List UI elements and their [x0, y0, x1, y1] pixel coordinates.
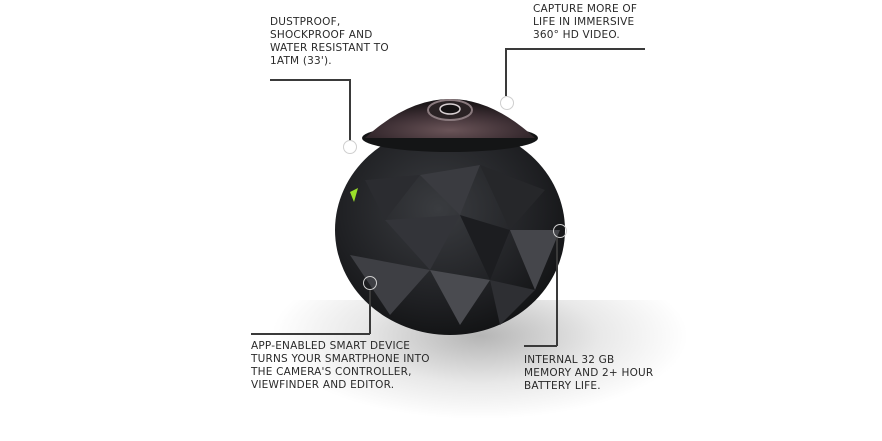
callout-video-marker: [500, 96, 514, 110]
callout-memory-line: [524, 345, 557, 347]
callout-app-line-v: [369, 290, 371, 334]
callout-app-line: [251, 333, 370, 335]
callout-durability-marker: [343, 140, 357, 154]
callout-memory: INTERNAL 32 GB MEMORY AND 2+ HOUR BATTER…: [524, 354, 654, 392]
callout-durability: DUSTPROOF, SHOCKPROOF AND WATER RESISTAN…: [270, 16, 389, 67]
callout-durability-line-v: [349, 79, 351, 141]
status-led-icon: [350, 188, 358, 202]
callout-memory-marker: [553, 224, 567, 238]
callout-app: APP-ENABLED SMART DEVICE TURNS YOUR SMAR…: [251, 340, 430, 391]
callout-video-line-v: [505, 48, 507, 96]
callout-memory-line-v: [556, 238, 558, 346]
camera-image: [335, 99, 565, 335]
callout-video-line: [505, 48, 645, 50]
callout-app-marker: [363, 276, 377, 290]
callout-durability-line: [270, 79, 350, 81]
callout-video: CAPTURE MORE OF LIFE IN IMMERSIVE 360° H…: [533, 3, 638, 41]
